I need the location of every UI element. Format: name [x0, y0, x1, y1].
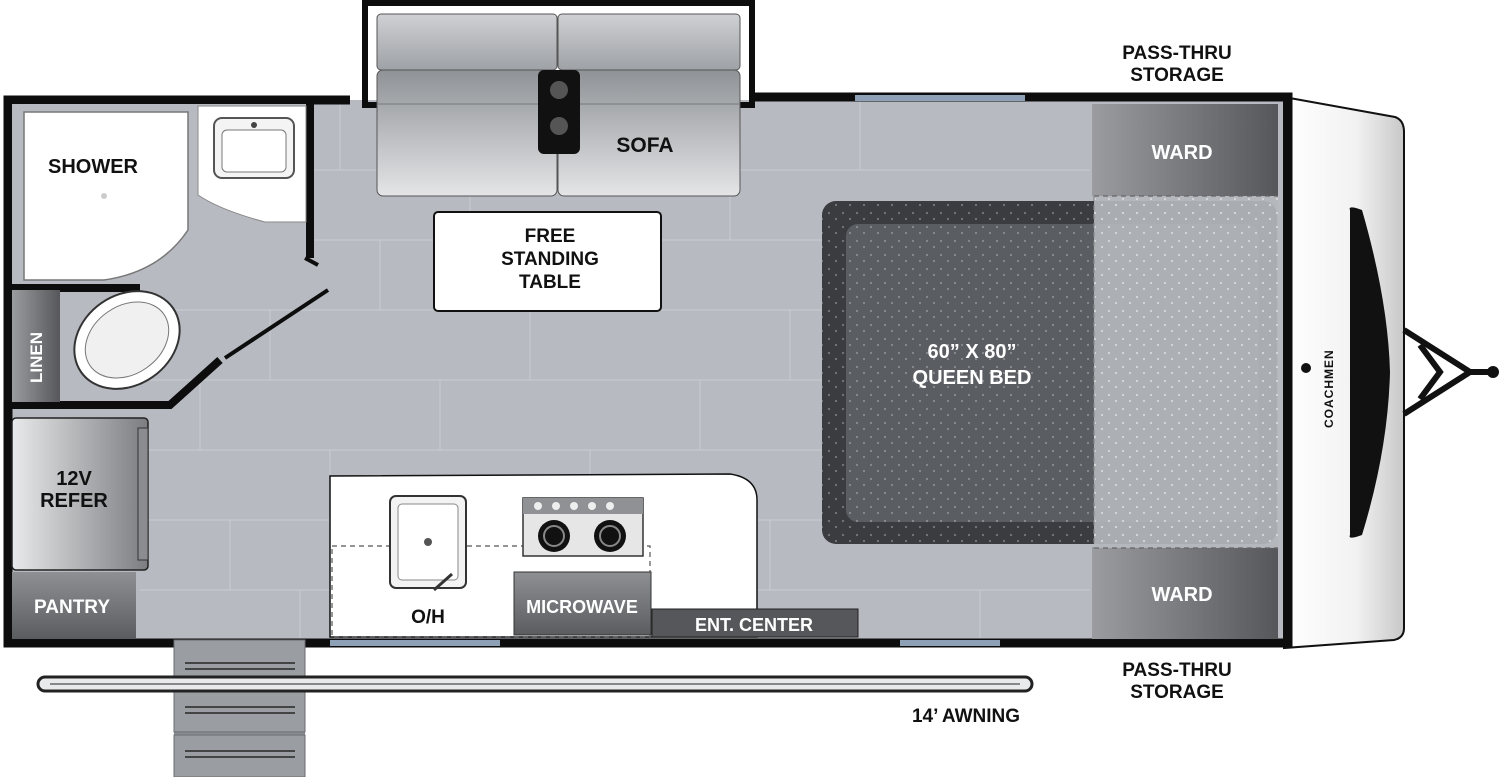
awning [36, 675, 1034, 693]
trailer-hitch-icon [1402, 327, 1494, 417]
sofa-cupholder [538, 70, 580, 154]
pass-thru-bottom-label-2: STORAGE [1130, 682, 1224, 703]
pass-thru-top-label-1: PASS-THRU [1122, 43, 1231, 64]
microwave-label: MICROWAVE [526, 597, 638, 617]
sofa-label: SOFA [616, 134, 673, 157]
window-bottom-right [900, 640, 1000, 646]
free-standing-table [433, 211, 662, 312]
pass-thru-top-label-2: STORAGE [1130, 65, 1224, 86]
bath-faucet-icon [251, 122, 257, 128]
front-window-icon [1349, 207, 1390, 538]
ward-bottom [1092, 547, 1278, 639]
shower-label: SHOWER [48, 156, 139, 178]
burner-left-icon [538, 520, 570, 552]
sofa [376, 13, 741, 197]
exterior-walls [3, 92, 1293, 648]
brand-logo-icon [1301, 363, 1311, 373]
linen-closet [12, 290, 60, 402]
pantry-label: PANTRY [34, 597, 110, 618]
shower-drain-icon [101, 193, 107, 199]
refer-label-2: REFER [40, 490, 108, 512]
awning-label: 14’ AWNING [912, 706, 1020, 727]
brand-logo: COACHMEN [1322, 349, 1336, 428]
entry-steps [173, 639, 306, 777]
entertainment-center [651, 608, 859, 638]
window-top [855, 95, 1025, 101]
sink-drain-icon [424, 538, 432, 546]
refer-label-1: 12V [56, 468, 92, 490]
pass-thru-bottom-label-1: PASS-THRU [1122, 660, 1231, 681]
burner-right-icon [594, 520, 626, 552]
microwave [513, 571, 652, 636]
overhead-label: O/H [411, 607, 445, 628]
bed-type-label: QUEEN BED [913, 367, 1032, 389]
linen-label: LINEN [27, 332, 46, 383]
ent-center-label: ENT. CENTER [695, 615, 813, 635]
table-label-1: FREE [525, 226, 576, 247]
window-bottom-left [330, 640, 500, 646]
stove-cooktop [522, 497, 644, 557]
toilet-icon [73, 290, 181, 390]
bathroom-walls [10, 100, 314, 409]
bed-size-label: 60” X 80” [928, 341, 1017, 363]
ward-top [1092, 104, 1278, 196]
front-cap [1283, 95, 1405, 650]
table-label-2: STANDING [501, 249, 599, 270]
pantry [12, 572, 136, 639]
sink-faucet-icon [433, 572, 453, 592]
bathroom-door [223, 288, 330, 360]
ward-bottom-label: WARD [1151, 584, 1212, 606]
ward-top-label: WARD [1151, 142, 1212, 164]
table-label-3: TABLE [519, 272, 581, 293]
